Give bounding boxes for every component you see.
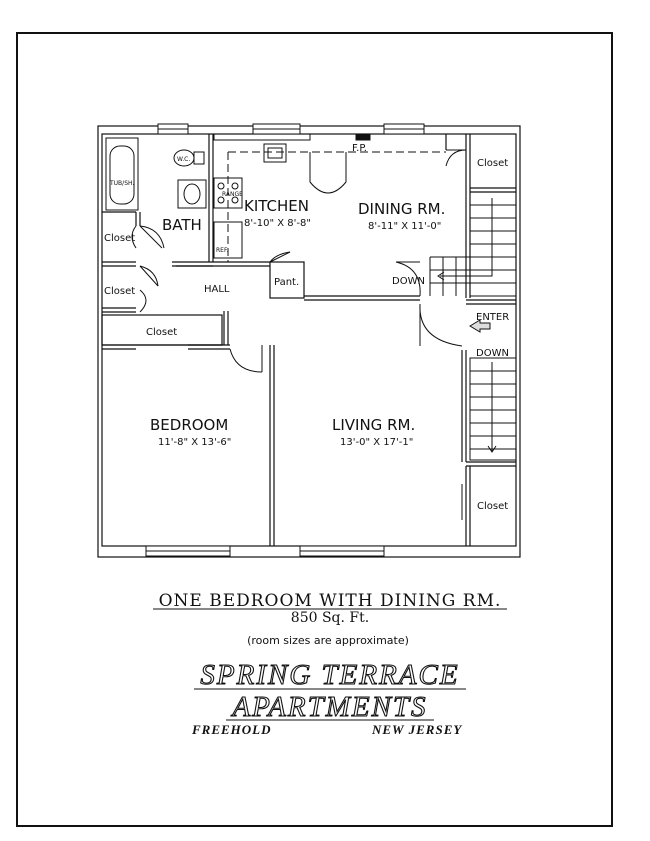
kitchen-fixtures xyxy=(213,133,446,262)
range-icon xyxy=(213,177,243,209)
tub-icon xyxy=(105,137,139,211)
dining-name: DINING RM. xyxy=(358,200,445,218)
hall-name: HALL xyxy=(204,284,230,295)
interior-walls xyxy=(101,134,516,546)
closet-bedroom: Closet xyxy=(146,327,177,338)
closet-dining: Closet xyxy=(477,158,508,169)
plan-title: ONE BEDROOM WITH DINING RM. xyxy=(159,591,502,611)
tub-label: TUB/SH. xyxy=(109,180,134,187)
stairs-upper xyxy=(429,191,517,297)
kitchen-size: 8'-10" X 8'-8" xyxy=(244,218,311,229)
bath-fixtures xyxy=(105,137,207,211)
wc-label: W.C. xyxy=(177,156,190,163)
dining-size: 8'-11" X 11'-0" xyxy=(368,221,441,232)
plan-area: 850 Sq. Ft. xyxy=(291,610,369,626)
sheet-border xyxy=(16,32,613,827)
plan-note: (room sizes are approximate) xyxy=(247,634,409,647)
pantry-name: Pant. xyxy=(274,277,299,288)
bath-name: BATH xyxy=(162,216,202,234)
brand-line1: SPRING TERRACE xyxy=(200,659,459,691)
fireplace-icon xyxy=(355,133,371,141)
windows xyxy=(145,123,425,557)
closet-bath-lower: Closet xyxy=(104,286,135,297)
range-label: RANGE xyxy=(222,191,243,198)
kitchen-name: KITCHEN xyxy=(244,197,309,215)
enter-arrow-icon xyxy=(469,319,491,333)
door-swings xyxy=(131,149,467,520)
closet-bath-upper: Closet xyxy=(104,233,135,244)
living-down-label: DOWN xyxy=(476,348,509,359)
kitchen-sink-icon xyxy=(263,143,287,163)
living-size: 13'-0" X 17'-1" xyxy=(340,437,413,448)
bedroom-size: 11'-8" X 13'-6" xyxy=(158,437,231,448)
bedroom-name: BEDROOM xyxy=(150,416,228,434)
refrigerator-icon xyxy=(213,221,243,259)
dining-down-label: DOWN xyxy=(392,276,425,287)
refrigerator-label: REF. xyxy=(216,247,228,254)
fireplace-label: F.P. xyxy=(352,143,367,154)
enter-label: ENTER xyxy=(476,312,509,323)
brand-city: FREEHOLD xyxy=(191,722,272,737)
closet-living: Closet xyxy=(477,501,508,512)
living-name: LIVING RM. xyxy=(332,416,415,434)
brand-state: NEW JERSEY xyxy=(371,722,462,737)
stairs-lower xyxy=(469,357,517,461)
sink-icon xyxy=(177,179,207,209)
pass-through xyxy=(310,295,356,301)
exterior-walls xyxy=(97,125,521,558)
brand-line2: APARTMENTS xyxy=(230,691,427,723)
